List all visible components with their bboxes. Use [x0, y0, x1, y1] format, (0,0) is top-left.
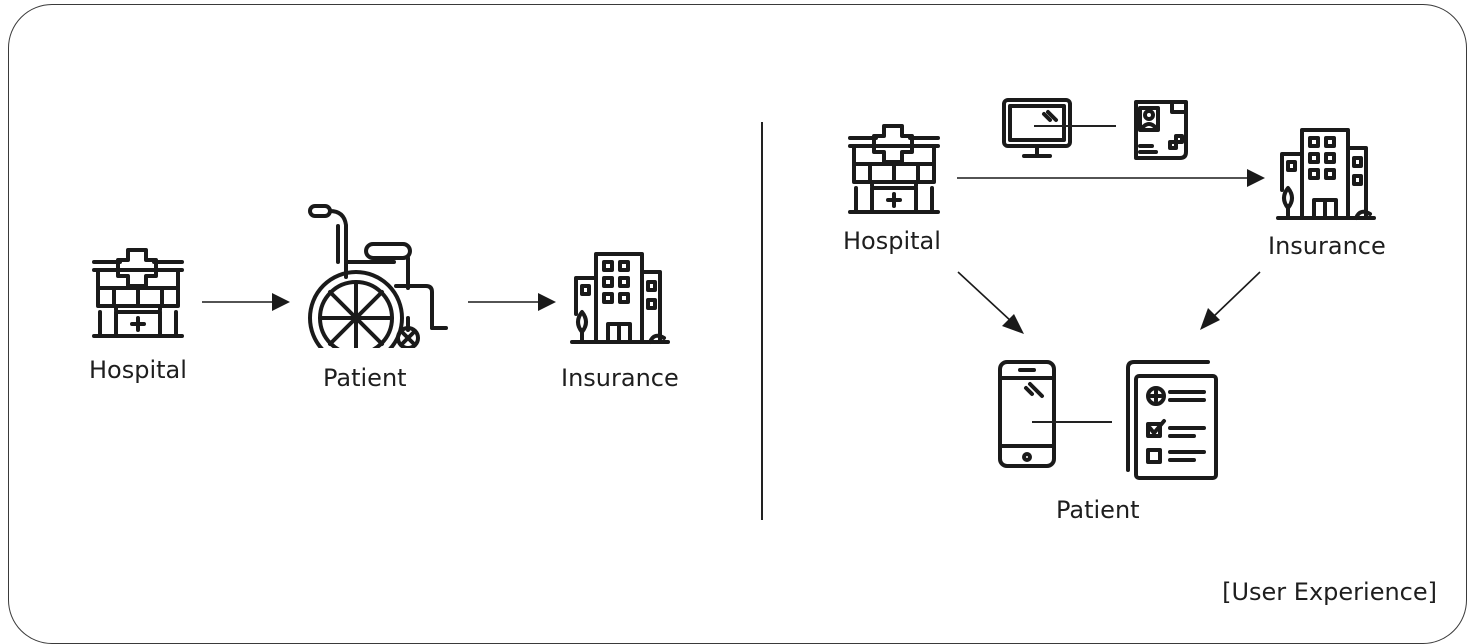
right-patient-label: Patient [1056, 496, 1140, 524]
caption: [User Experience] [1222, 578, 1437, 606]
hospital-icon [92, 248, 184, 338]
left-arrow-hospital-to-patient [202, 293, 290, 311]
wheelchair-icon [308, 204, 448, 348]
connector-monitor-record [1034, 125, 1116, 127]
hospital-icon [848, 124, 940, 214]
left-insurance-label: Insurance [561, 364, 679, 392]
left-hospital-label: Hospital [89, 356, 187, 384]
smartphone-icon [998, 360, 1056, 468]
right-arrow-insurance-to-patient [1200, 271, 1261, 330]
insurance-building-icon [1276, 128, 1376, 220]
monitor-icon [1002, 98, 1072, 158]
right-insurance-label: Insurance [1268, 232, 1386, 260]
checklist-document-icon [1126, 360, 1218, 480]
right-arrow-hospital-to-insurance [957, 169, 1265, 187]
right-arrow-hospital-to-patient [957, 271, 1024, 334]
left-patient-label: Patient [323, 364, 407, 392]
insurance-building-icon [570, 252, 670, 344]
vertical-divider [761, 122, 763, 520]
right-hospital-label: Hospital [843, 227, 941, 255]
medical-record-icon [1134, 100, 1188, 160]
connector-phone-document [1032, 421, 1112, 423]
left-arrow-patient-to-insurance [468, 293, 556, 311]
